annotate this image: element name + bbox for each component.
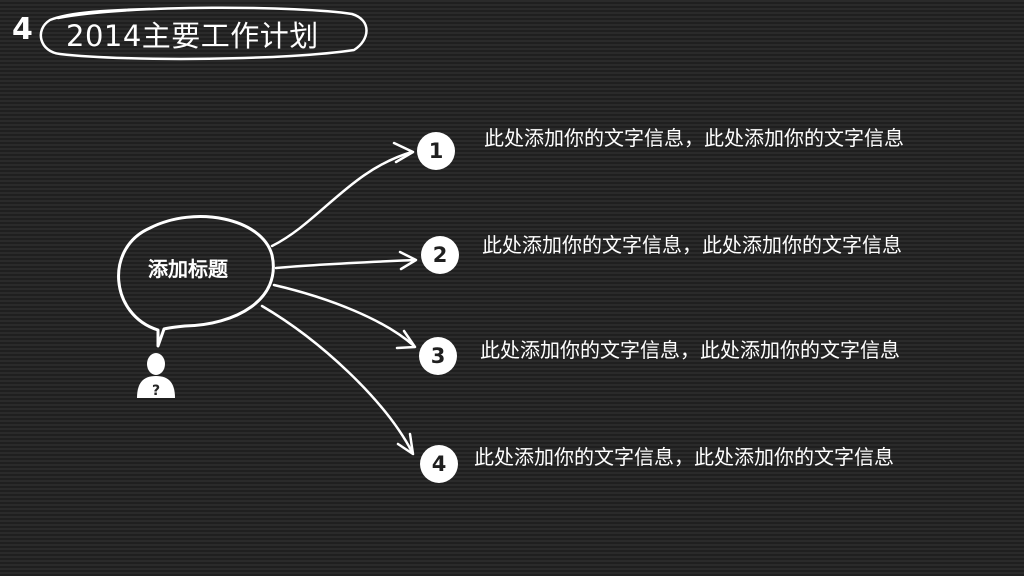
arrow-2 (274, 258, 417, 270)
page-title: 2014主要工作计划 (66, 19, 319, 53)
unknown-person-icon: ? (137, 353, 175, 399)
number-badge-4: 4 (420, 445, 458, 483)
arrow-4 (260, 304, 414, 454)
arrow-2-head (398, 250, 418, 271)
arrow-1 (270, 150, 414, 248)
title-oval (39, 6, 368, 61)
item-text-2: 此处添加你的文字信息，此处添加你的文字信息 (482, 233, 902, 257)
bubble-title: 添加标题 (148, 257, 228, 281)
arrow-1-head (392, 141, 415, 164)
section-number: 4 (12, 12, 33, 47)
item-text-1: 此处添加你的文字信息，此处添加你的文字信息 (484, 126, 904, 150)
arrow-4-head (396, 432, 415, 456)
item-text-3: 此处添加你的文字信息，此处添加你的文字信息 (480, 338, 900, 362)
speech-bubble (117, 215, 275, 348)
number-badge-1: 1 (417, 132, 455, 170)
item-text-4: 此处添加你的文字信息，此处添加你的文字信息 (474, 445, 894, 469)
arrow-3-head (395, 329, 417, 350)
number-badge-2: 2 (421, 236, 459, 274)
svg-text:?: ? (152, 383, 160, 399)
arrow-3 (272, 283, 416, 348)
number-badge-3: 3 (419, 337, 457, 375)
